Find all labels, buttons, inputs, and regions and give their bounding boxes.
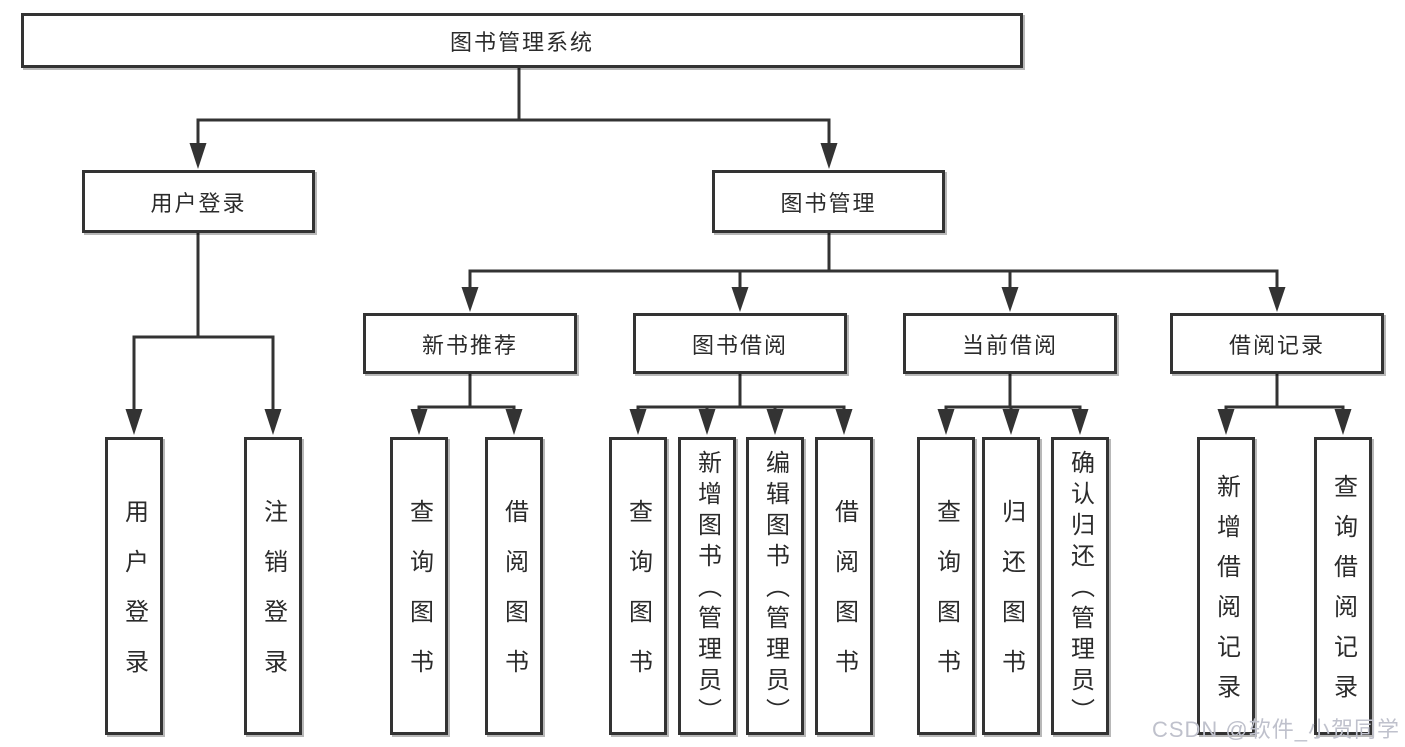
arrow-down-icon: [410, 409, 428, 435]
leaf-add-borrow-record: 新增借阅记录: [1197, 437, 1255, 735]
leaf-label: 查询图书: [405, 499, 433, 699]
leaf-edit-books-admin: 编辑图书（管理员）: [746, 437, 804, 735]
leaf-logout: 注销登录: [244, 437, 302, 735]
connector-root-to-level2: [189, 66, 838, 169]
csdn-watermark: CSDN @软件_小贺同学: [1151, 717, 1400, 742]
arrow-down-icon: [1001, 287, 1019, 312]
arrow-down-icon: [264, 409, 282, 435]
arrow-down-icon: [698, 409, 716, 435]
leaf-query-books-borrowing: 查询图书: [609, 437, 667, 735]
arrow-down-icon: [461, 287, 479, 312]
leaf-label: 编辑图书（管理员）: [761, 450, 789, 729]
leaf-label: 借阅图书: [830, 499, 858, 699]
arrow-down-icon: [820, 143, 838, 169]
connector-borrow-records-children: [1217, 372, 1352, 435]
arrow-down-icon: [125, 409, 143, 435]
leaf-label: 归还图书: [997, 499, 1025, 699]
arrow-down-icon: [189, 143, 207, 169]
connector-book-management-children: [461, 231, 1286, 312]
node-book-borrowing: 图书借阅: [633, 313, 847, 374]
leaf-label: 借阅图书: [500, 499, 528, 699]
leaf-label: 查询图书: [932, 499, 960, 699]
arrow-down-icon: [1268, 287, 1286, 312]
leaf-label: 新增图书（管理员）: [693, 450, 721, 729]
leaf-borrow-books-borrowing: 借阅图书: [815, 437, 873, 735]
arrow-down-icon: [835, 409, 853, 435]
leaf-borrow-books-recommend: 借阅图书: [485, 437, 543, 735]
leaf-label: 用户登录: [120, 499, 148, 699]
arrow-down-icon: [1002, 409, 1020, 435]
node-new-book-recommendation: 新书推荐: [363, 313, 577, 374]
leaf-query-books-recommend: 查询图书: [390, 437, 448, 735]
leaf-query-books-current: 查询图书: [917, 437, 975, 735]
leaf-label: 查询借阅记录: [1329, 474, 1357, 714]
arrow-down-icon: [505, 409, 523, 435]
leaf-return-books: 归还图书: [982, 437, 1040, 735]
leaf-label: 新增借阅记录: [1212, 474, 1240, 714]
leaf-label: 确认归还（管理员）: [1066, 450, 1094, 729]
leaf-query-borrow-record: 查询借阅记录: [1314, 437, 1372, 735]
leaf-confirm-return-admin: 确认归还（管理员）: [1051, 437, 1109, 735]
arrow-down-icon: [937, 409, 955, 435]
node-book-management: 图书管理: [712, 170, 945, 233]
arrow-down-icon: [766, 409, 784, 435]
leaf-label: 查询图书: [624, 499, 652, 699]
connector-current-borrow-children: [937, 372, 1089, 435]
node-current-borrowing: 当前借阅: [903, 313, 1117, 374]
arrow-down-icon: [731, 287, 749, 312]
connector-book-borrow-children: [629, 372, 853, 435]
leaf-add-books-admin: 新增图书（管理员）: [678, 437, 736, 735]
connector-user-login-children: [125, 231, 282, 435]
arrow-down-icon: [1217, 409, 1235, 435]
leaf-user-login: 用户登录: [105, 437, 163, 735]
arrow-down-icon: [1334, 409, 1352, 435]
node-user-login: 用户登录: [82, 170, 315, 233]
node-library-management-system: 图书管理系统: [21, 13, 1023, 68]
arrow-down-icon: [629, 409, 647, 435]
leaf-label: 注销登录: [259, 499, 287, 699]
connector-new-book-children: [410, 372, 523, 435]
arrow-down-icon: [1071, 409, 1089, 435]
node-borrowing-records: 借阅记录: [1170, 313, 1384, 374]
